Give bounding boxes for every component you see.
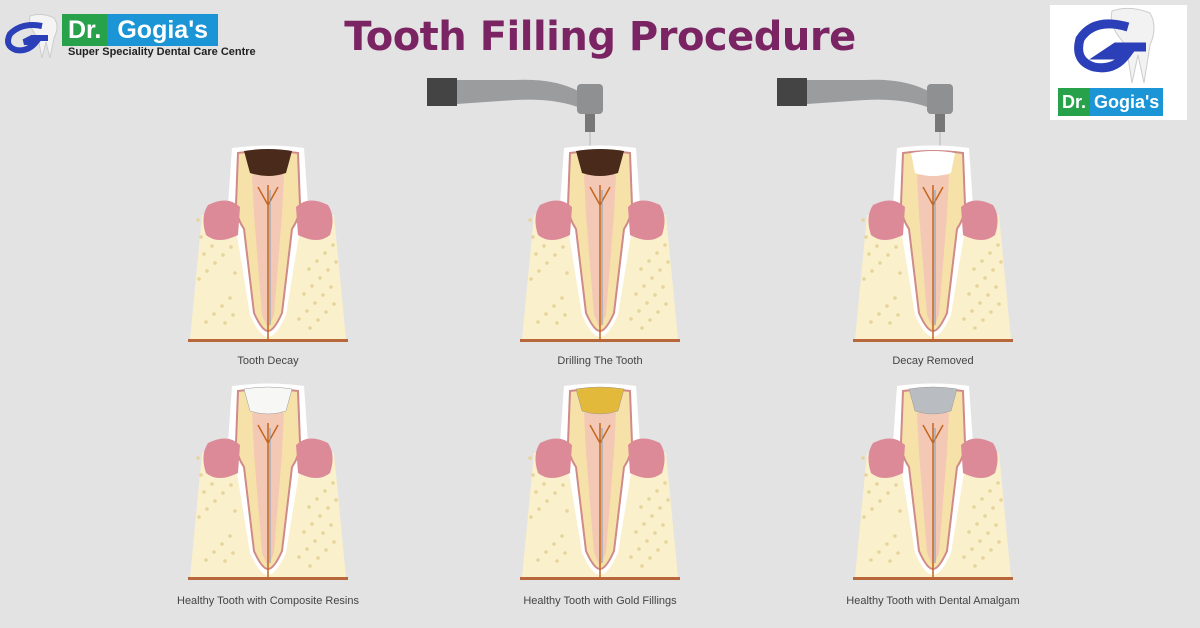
panel-caption: Drilling The Tooth bbox=[557, 355, 643, 367]
page-title: Tooth Filling Procedure bbox=[344, 14, 856, 60]
right-logo-dr: Dr. bbox=[1058, 88, 1091, 116]
tooth-g-logo-icon bbox=[5, 13, 58, 59]
tooth-diagram bbox=[520, 145, 680, 345]
dental-drill-icon bbox=[777, 78, 953, 152]
dental-drill-icon bbox=[427, 78, 603, 152]
brand-dr: Dr. bbox=[62, 14, 108, 46]
panel-caption: Healthy Tooth with Composite Resins bbox=[177, 595, 359, 607]
tooth-diagram bbox=[520, 383, 680, 583]
tooth-g-logo-icon bbox=[1074, 7, 1155, 84]
panel-caption: Tooth Decay bbox=[237, 355, 299, 367]
panel-caption: Decay Removed bbox=[892, 355, 974, 367]
brand-logo: Dr. Gogia's bbox=[62, 14, 219, 46]
tooth-diagram bbox=[853, 145, 1013, 345]
tooth-diagram bbox=[188, 383, 348, 583]
brand-name: Gogia's bbox=[107, 14, 219, 46]
brand-tagline: Super Speciality Dental Care Centre bbox=[68, 46, 256, 58]
tooth-diagram bbox=[188, 145, 348, 345]
tooth-diagram bbox=[853, 383, 1013, 583]
panel-caption: Healthy Tooth with Dental Amalgam bbox=[846, 595, 1020, 607]
right-logo: Dr. Gogia's bbox=[1050, 5, 1187, 120]
panel-caption: Healthy Tooth with Gold Fillings bbox=[523, 595, 677, 607]
right-logo-name: Gogia's bbox=[1090, 88, 1164, 116]
